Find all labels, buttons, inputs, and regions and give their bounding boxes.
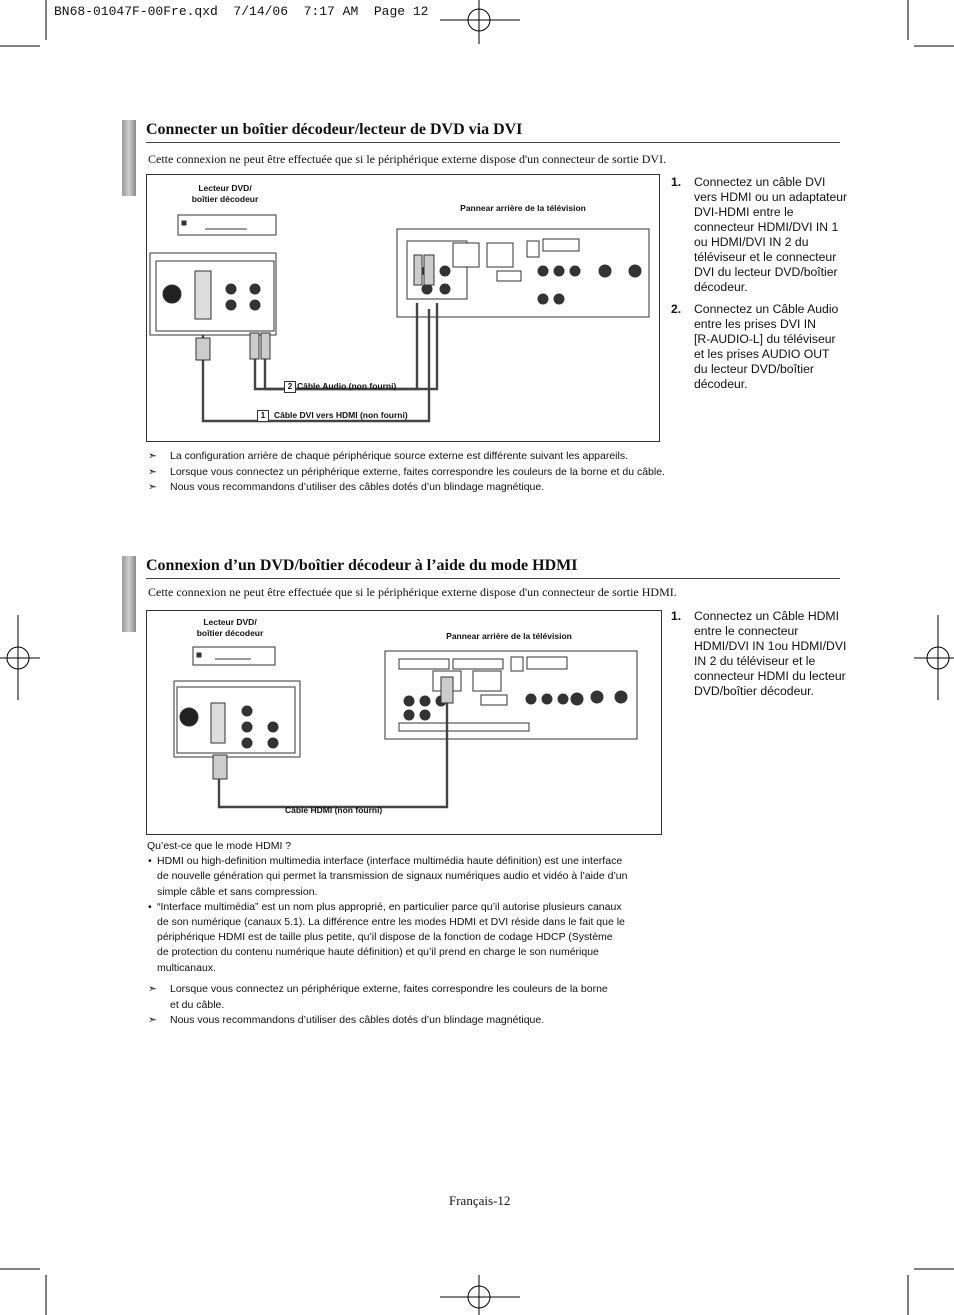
section2-rule	[146, 578, 840, 579]
section2-device-label: Lecteur DVD/boîtier décodeur	[196, 617, 264, 638]
print-header: BN68-01047F-00Fre.qxd 7/14/06 7:17 AM Pa…	[54, 4, 429, 19]
note-item: ➣Lorsque vous connectez un périphérique …	[146, 465, 746, 481]
hdmi-bullet: • HDMI ou high-definition multimedia int…	[148, 855, 628, 898]
cable-plugs	[195, 254, 435, 361]
section2-title: Connexion d’un DVD/boîtier décodeur à l’…	[146, 557, 578, 574]
note-item: ➣ Nous vous recommandons d’utiliser des …	[146, 1013, 746, 1029]
dvd-back-panel	[173, 680, 301, 758]
dvd-player-icon	[192, 646, 276, 666]
cable2-number-box: 2	[284, 381, 296, 393]
tv-back-panel	[384, 650, 638, 740]
section1-intro: Cette connexion ne peut être effectuée q…	[148, 152, 667, 166]
section1-rule	[146, 142, 840, 143]
note-item: ➣La configuration arrière de chaque péri…	[146, 449, 746, 465]
note-arrow-icon: ➣	[148, 481, 157, 493]
cable-plugs	[212, 676, 454, 780]
section1-tv-panel-label: Pannear arrière de la télévision	[460, 203, 586, 213]
tv-back-panel	[396, 228, 650, 318]
section1-title: Connecter un boîtier décodeur/lecteur de…	[146, 121, 523, 138]
cable-paths	[201, 303, 439, 423]
dvd-back-panel	[149, 252, 277, 336]
section1-device-label: Lecteur DVD/boîtier décodeur	[191, 183, 259, 204]
section1-diagram	[149, 214, 650, 423]
section2-figure: Lecteur DVD/boîtier décodeur Pannear arr…	[146, 610, 662, 835]
section1-sidebar-bar	[122, 120, 136, 196]
section2-sidebar-bar	[122, 556, 136, 632]
section2-tv-panel-label: Pannear arrière de la télévision	[446, 631, 572, 641]
hdmi-explanation: Qu’est-ce que le mode HDMI ? • HDMI ou h…	[147, 839, 667, 976]
dvd-player-icon	[177, 214, 277, 236]
hdmi-bullet: • “Interface multimédia” est un nom plus…	[148, 900, 625, 974]
cable1-label: Câble DVI vers HDMI (non fourni)	[274, 410, 408, 420]
section2-intro: Cette connexion ne peut être effectuée q…	[148, 585, 677, 599]
section1-notes: ➣La configuration arrière de chaque péri…	[146, 449, 746, 496]
section2-diagram	[173, 646, 638, 809]
note-arrow-icon: ➣	[148, 983, 157, 995]
cable1-number-box: 1	[257, 410, 269, 422]
note-arrow-icon: ➣	[148, 450, 157, 462]
section2-notes: ➣ Lorsque vous connectez un périphérique…	[146, 982, 746, 1029]
note-item: ➣Nous vous recommandons d’utiliser des c…	[146, 480, 746, 496]
section2-cable-label: Câble HDMI (non fourni)	[285, 805, 383, 815]
note-arrow-icon: ➣	[148, 1014, 157, 1026]
note-arrow-icon: ➣	[148, 465, 157, 478]
cable-paths	[217, 701, 449, 809]
section1-figure: Lecteur DVD/boîtier décodeur Pannear arr…	[146, 174, 660, 442]
page-number: Français-12	[449, 1193, 511, 1208]
cable2-label: Câble Audio (non fourni)	[297, 381, 397, 391]
note-item: ➣ Lorsque vous connectez un périphérique…	[148, 983, 608, 1011]
hdmi-question: Qu’est-ce que le mode HDMI ?	[147, 840, 292, 852]
